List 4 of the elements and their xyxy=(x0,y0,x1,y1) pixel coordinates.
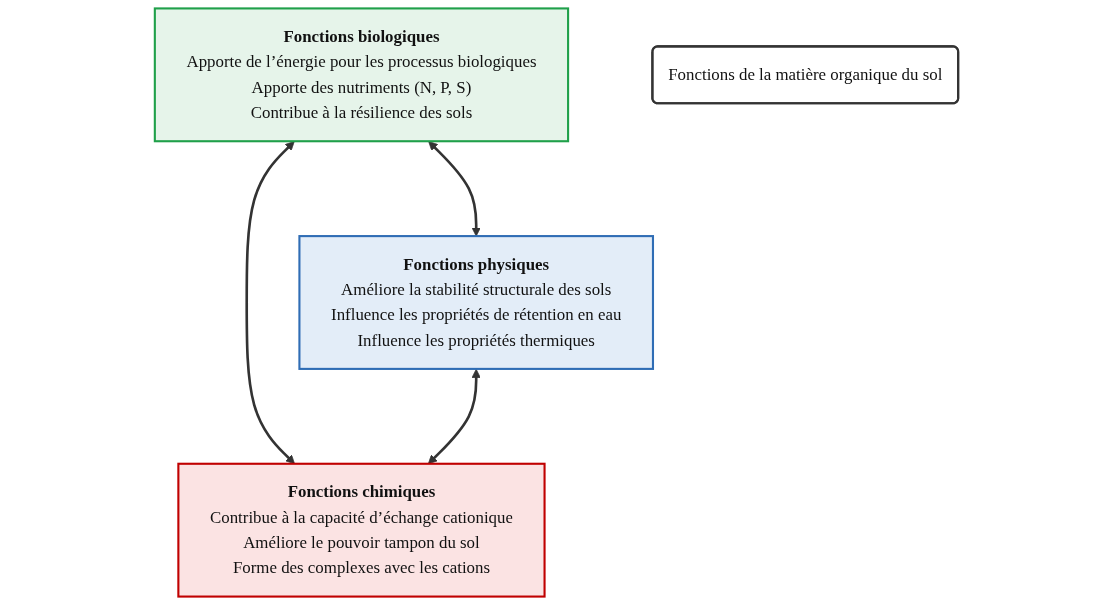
node-box: Fonctions biologiques Apporte de l’énergie pour les processus biologiques Apporte des nutriments (N, P, S) Contribue à la résilience des sols xyxy=(153,7,570,143)
node-box: Fonctions physiques Améliore la stabilité structurale des sols Influence les propriétés de rétention en eau Influence les propriétés thermiques xyxy=(298,235,655,370)
node-box: Fonctions chimiques Contribue à la capacité d’échange cationique Améliore le pouvoir tampon du sol Forme des complexes avec les cations xyxy=(177,462,546,598)
arrow xyxy=(428,141,481,237)
